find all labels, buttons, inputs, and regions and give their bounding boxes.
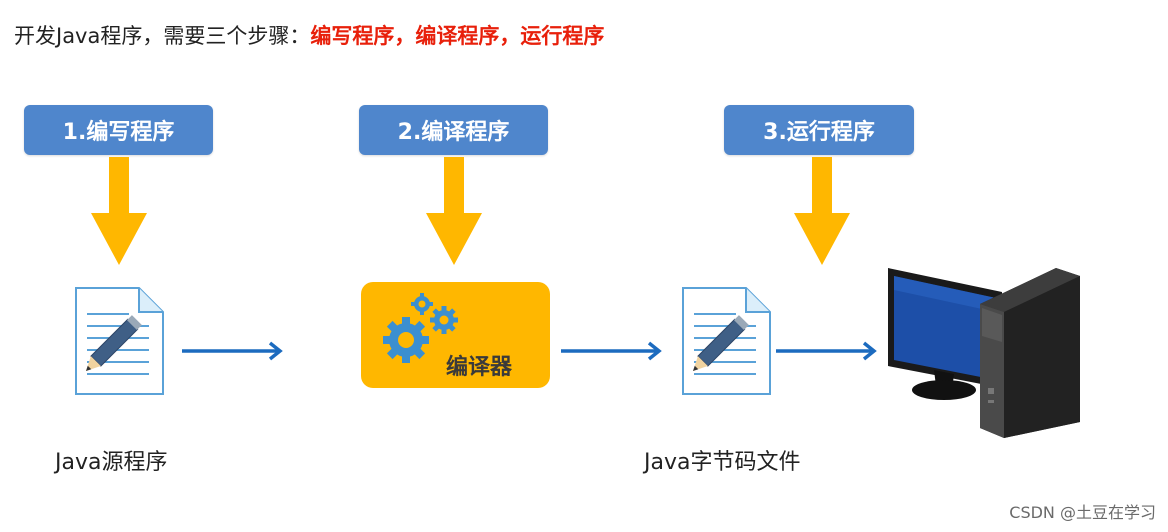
bytecode-file-label: Java字节码文件 (644, 450, 801, 475)
source-document-icon (75, 287, 164, 395)
flow-arrow-icon (182, 341, 283, 361)
watermark: CSDN @土豆在学习 (1009, 503, 1156, 522)
down-arrow-icon (91, 157, 147, 265)
source-file-label: Java源程序 (55, 450, 168, 475)
step-write-box: 1.编写程序 (24, 105, 213, 155)
title-prefix: 开发Java程序，需要三个步骤： (14, 24, 311, 48)
flow-arrow-icon (776, 341, 877, 361)
page-title: 开发Java程序，需要三个步骤：编写程序，编译程序，运行程序 (14, 20, 604, 50)
flow-arrow-icon (561, 341, 662, 361)
bytecode-document-icon (682, 287, 771, 395)
step-compile-box: 2.编译程序 (359, 105, 548, 155)
computer-icon (888, 268, 1080, 438)
down-arrow-icon (426, 157, 482, 265)
compiler-label: 编译器 (446, 355, 513, 380)
step-run-box: 3.运行程序 (724, 105, 914, 155)
title-highlight: 编写程序，编译程序，运行程序 (310, 24, 605, 48)
gears-icon (383, 293, 458, 363)
down-arrow-icon (794, 157, 850, 265)
